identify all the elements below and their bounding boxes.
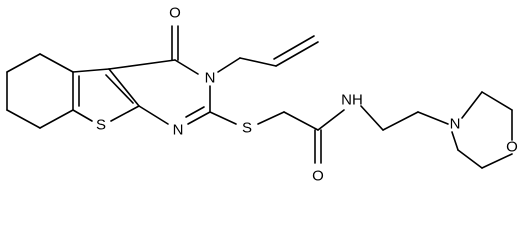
bond-chain <box>360 105 384 131</box>
bond-thiophene-double <box>108 68 140 107</box>
bond-layer <box>6 25 513 169</box>
molecule-drawing: O N N S S O NH N O <box>6 5 518 185</box>
atom-label-morpholine-oxygen: O <box>506 139 518 156</box>
bond-chain <box>417 111 449 125</box>
atom-label-ring-nitrogen-imine: N <box>173 122 184 139</box>
bond-allyl-double <box>273 35 315 60</box>
bond-pyrimidine <box>174 59 199 75</box>
bond-thioether <box>257 111 285 125</box>
bond-morpholine <box>451 131 459 151</box>
atom-label-amide-oxygen: O <box>312 168 324 185</box>
bond-thioether <box>209 111 237 125</box>
bond-cyclohexane <box>6 109 41 129</box>
atom-label-layer: O N N S S O NH N O <box>96 5 518 185</box>
bond-allyl <box>239 57 277 67</box>
bond-thiophene <box>72 68 110 73</box>
bond-thiophene-double <box>105 74 134 104</box>
bond-morpholine <box>481 91 513 111</box>
bond-allyl <box>217 57 241 73</box>
bond-allyl-double <box>275 41 319 67</box>
atom-label-amide-nitrogen: NH <box>341 92 363 109</box>
bond-thiophene <box>110 105 140 122</box>
atom-label-thioether-sulfur: S <box>242 120 252 137</box>
bond-thiophene <box>72 109 93 122</box>
bond-morpholine <box>481 153 513 169</box>
bond-amide <box>317 109 345 131</box>
bond-morpholine <box>461 91 483 119</box>
bond-chain <box>283 111 319 131</box>
atom-label-morpholine-nitrogen: N <box>450 116 461 133</box>
atom-label-ring-nitrogen-allyl: N <box>205 70 216 87</box>
atom-label-oxo-oxygen: O <box>169 5 181 22</box>
bond-cyclohexane <box>6 53 41 73</box>
bond-pyrimidine <box>108 59 176 70</box>
bond-cyclohexane <box>39 53 74 73</box>
bond-pyrimidine-double <box>185 106 205 118</box>
bond-cyclohexane <box>39 109 74 129</box>
bond-pyrimidine-double <box>187 111 211 125</box>
structure-diagram: O N N S S O NH N O <box>6 5 518 185</box>
bond-pyrimidine <box>138 105 169 125</box>
bond-morpholine <box>457 149 483 169</box>
atom-label-thiophene-sulfur: S <box>96 117 106 134</box>
bond-chain <box>382 111 419 131</box>
